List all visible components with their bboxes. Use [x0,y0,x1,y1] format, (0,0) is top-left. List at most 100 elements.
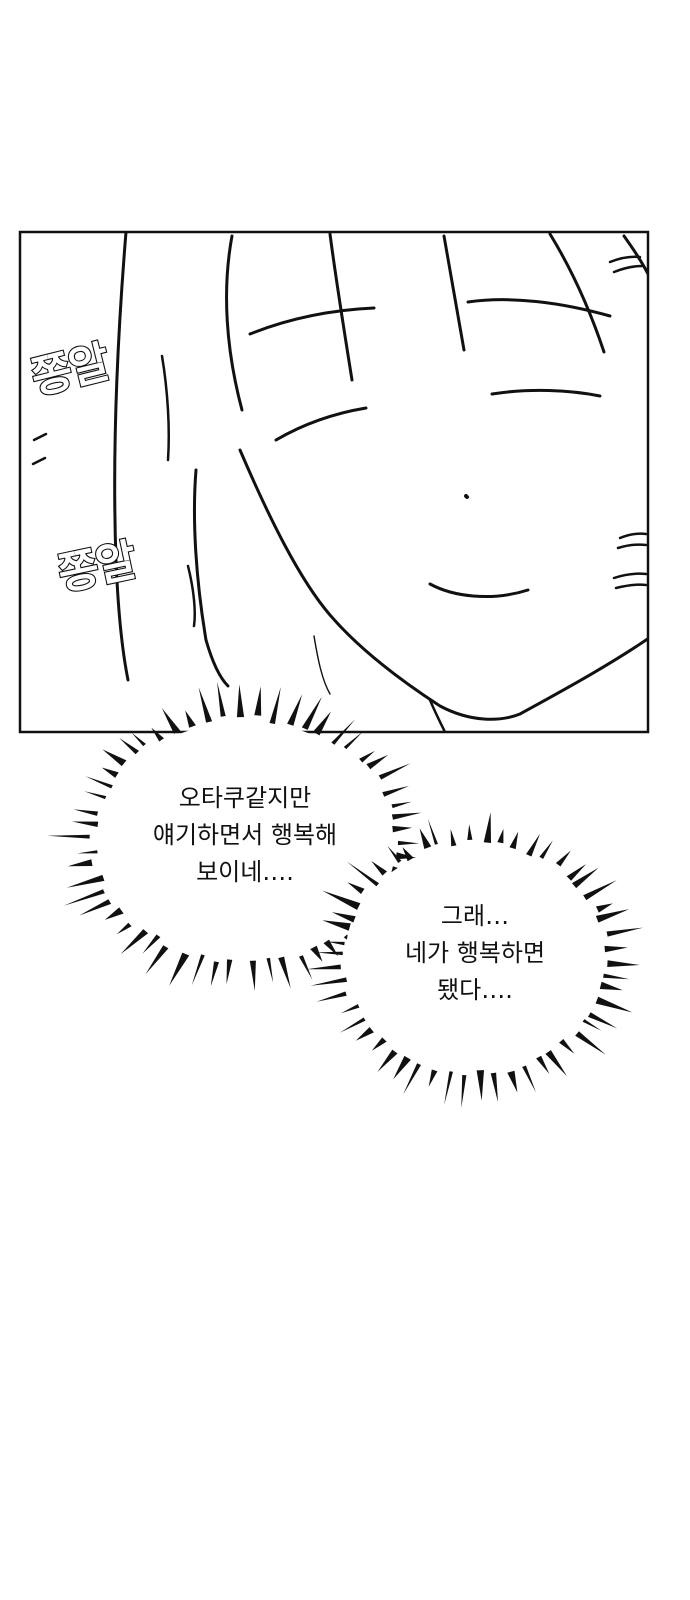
burst-spike [185,710,196,728]
mouth-smile [428,582,530,599]
burst-spike [210,961,219,987]
burst-spike [340,1004,360,1014]
burst-spike [509,831,519,850]
burst-spike [377,1049,398,1072]
eye-right [490,388,602,398]
burst-spike [198,687,213,723]
burst-spike [572,867,599,889]
burst-spike [226,959,233,985]
blush-mark [612,264,644,274]
burst-spike [582,1019,602,1031]
burst-spike [545,1050,567,1077]
burst-spike [450,829,457,847]
hair-strand [225,234,244,412]
burst-spike [316,951,343,956]
burst-spike [603,973,630,980]
burst-spike [249,960,256,991]
burst-spike [120,929,149,955]
burst-spike [461,1075,467,1108]
burst-spike [299,955,313,980]
burst-spike [428,1069,438,1087]
burst-spike [536,1055,550,1074]
burst-spike [606,927,644,937]
hair-strand [442,234,466,352]
burst-spike [67,859,93,867]
burst-spike [599,981,623,991]
burst-spike [102,749,127,767]
burst-spike [66,874,105,888]
burst-spike [339,1017,366,1033]
nose [464,494,469,499]
burst-spike [382,785,410,797]
sfx-text-1: 쫑알 [26,336,114,404]
burst-spike [476,1070,484,1101]
speech-bubble-1: 오타쿠같지만 얘기하면서 행복해 보이네…. [105,780,385,891]
burst-spike [278,956,291,989]
burst-spike [507,1070,518,1093]
burst-spike [378,763,411,780]
burst-spike [343,731,363,750]
burst-spike [526,833,540,857]
burst-spike [346,861,379,887]
burst-spike [119,738,139,755]
burst-spike [310,977,347,986]
burst-spike [387,845,402,863]
burst-spike [371,1037,387,1051]
blush-mark [618,532,648,540]
burst-spike [483,812,491,843]
burst-spike [326,941,345,946]
blush-mark [612,572,648,580]
burst-spike [79,899,112,916]
burst-spike [312,711,332,736]
burst-spike [316,991,347,1002]
burst-spike [403,1063,421,1095]
motion-mark [31,456,47,466]
burst-spike [101,767,119,778]
burst-spike [444,1071,453,1105]
burst-spike [397,840,420,846]
sfx-text-2: 쫑알 [54,535,141,601]
burst-spike [322,890,361,910]
burst-spike [169,952,190,986]
burst-spike [583,880,617,901]
bubble-line: 그래… [440,902,510,930]
burst-spike [392,825,413,833]
sfx-stroke [160,354,170,462]
burst-spike [151,727,164,742]
neck-line [428,698,447,732]
burst-spike [191,954,205,986]
burst-spike [391,812,422,820]
burst-spike [72,821,99,827]
bubble-line: 오타쿠같지만 [178,784,312,812]
panel-border [18,230,650,734]
face-contour [238,448,648,721]
burst-spike [116,922,132,935]
bubble-line: 보이네…. [196,858,294,886]
burst-spike [371,860,387,876]
burst-spike [467,824,473,840]
hair-strand [192,468,230,688]
burst-spike [104,907,124,920]
bubble-line: 네가 행복하면 [404,939,546,967]
burst-spike [217,681,226,717]
burst-spike [63,889,105,906]
burst-spike [77,850,98,854]
eye-left [274,406,368,442]
hair-strand [113,232,130,682]
blush-mark [608,255,642,264]
burst-spike [522,1065,536,1093]
burst-spike [47,834,90,839]
burst-spike [269,687,281,724]
burst-spike [566,864,586,881]
burst-spike [588,1012,618,1029]
burst-spike [575,1031,606,1055]
burst-spike [595,996,633,1013]
bubble-fill [345,846,605,1070]
burst-spike [359,750,375,763]
burst-spike [604,945,628,953]
bubble-line: 얘기하면서 행복해 [152,821,338,849]
burst-spike [539,840,553,859]
hair-strand [328,232,354,382]
burst-spike [419,828,432,849]
